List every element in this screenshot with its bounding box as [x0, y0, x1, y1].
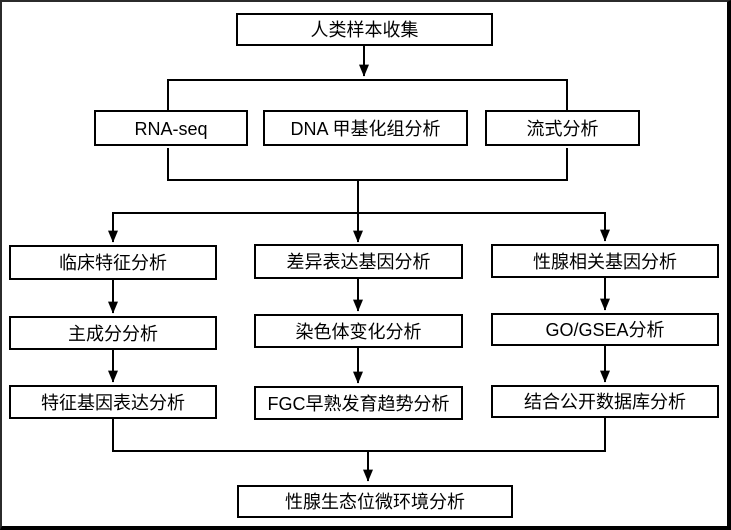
connector-bus1 — [167, 79, 568, 112]
node-label: 流式分析 — [526, 118, 599, 139]
node-label: 性腺相关基因分析 — [533, 251, 677, 272]
node-flow-cytometry-analysis: 流式分析 — [485, 110, 640, 146]
node-dna-methylation-analysis: DNA 甲基化组分析 — [263, 110, 468, 146]
connector-bus2 — [167, 148, 568, 181]
node-gonadal-niche-microenvironment-analysis: 性腺生态位微环境分析 — [237, 485, 513, 518]
node-public-database-analysis: 结合公开数据库分析 — [491, 385, 719, 418]
node-label: RNA-seq — [134, 118, 208, 139]
node-label: FGC早熟发育趋势分析 — [267, 393, 450, 414]
node-label: 人类样本收集 — [310, 20, 419, 40]
node-signature-gene-expression-analysis: 特征基因表达分析 — [9, 385, 217, 419]
node-label: 染色体变化分析 — [295, 321, 422, 342]
node-clinical-feature-analysis: 临床特征分析 — [9, 245, 217, 280]
node-human-sample-collection: 人类样本收集 — [236, 13, 493, 46]
node-label: 主成分分析 — [68, 323, 158, 344]
node-gonad-related-gene-analysis: 性腺相关基因分析 — [491, 244, 719, 278]
node-label: 特征基因表达分析 — [41, 392, 185, 413]
node-label: 差异表达基因分析 — [286, 252, 431, 272]
node-rna-seq: RNA-seq — [94, 110, 248, 146]
node-principal-component-analysis: 主成分分析 — [9, 316, 217, 350]
node-differential-expression-gene-analysis: 差异表达基因分析 — [254, 244, 463, 279]
node-label: DNA 甲基化组分析 — [290, 118, 441, 139]
node-label: GO/GSEA分析 — [545, 320, 665, 340]
node-label: 结合公开数据库分析 — [524, 392, 686, 412]
connector-bus4 — [112, 418, 606, 452]
node-chromosome-change-analysis: 染色体变化分析 — [254, 314, 463, 348]
node-go-gsea-analysis: GO/GSEA分析 — [491, 313, 719, 346]
node-label: 临床特征分析 — [59, 253, 167, 273]
node-label: 性腺生态位微环境分析 — [285, 492, 465, 512]
node-fgc-precocious-development-trend-analysis: FGC早熟发育趋势分析 — [254, 386, 463, 420]
